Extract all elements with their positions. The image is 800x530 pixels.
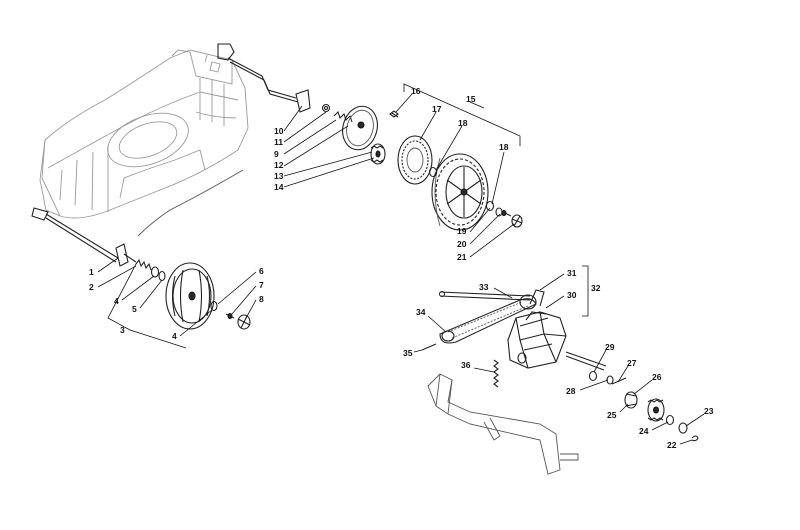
callout-4b: 4 (172, 331, 177, 341)
spring-12 (333, 110, 353, 123)
gearbox-lever (439, 294, 537, 344)
callout-33: 33 (479, 282, 489, 292)
callout-22: 22 (667, 440, 677, 450)
pin-35 (421, 343, 437, 351)
callout-25: 25 (607, 410, 617, 420)
callout-24: 24 (639, 426, 649, 436)
callout-35: 35 (403, 348, 413, 358)
rear-height-lever (217, 43, 331, 113)
rear-axle-frame (427, 373, 579, 475)
callout-16: 16 (411, 86, 421, 96)
callout-3: 3 (120, 325, 125, 335)
rear-wheel (431, 153, 489, 231)
callout-26: 26 (652, 372, 662, 382)
callout-23: 23 (704, 406, 714, 416)
callout-29: 29 (605, 342, 615, 352)
rear-wheel-hardware (428, 166, 523, 228)
leader-lines (97, 83, 705, 445)
callout-10: 10 (274, 126, 284, 136)
callout-12: 12 (274, 160, 284, 170)
front-wheel-hardware (210, 300, 251, 330)
callout-11: 11 (274, 137, 283, 147)
rear-ring-gear (397, 135, 433, 185)
callout-15: 15 (466, 94, 476, 104)
callout-31: 31 (567, 268, 577, 278)
drive-shaft (438, 290, 531, 301)
screw-16 (389, 110, 399, 118)
drive-cable (137, 169, 244, 237)
gear-cover (342, 105, 378, 151)
callout-5: 5 (132, 304, 137, 314)
front-spring (135, 258, 152, 271)
callout-27: 27 (627, 358, 637, 368)
gearbox-housing (507, 289, 567, 369)
callout-20: 20 (457, 239, 467, 249)
callout-9: 9 (274, 149, 279, 159)
callout-18a: 18 (458, 118, 468, 128)
callout-28: 28 (566, 386, 576, 396)
front-wheel (165, 262, 215, 330)
callout-17: 17 (432, 104, 442, 114)
callout-18b: 18 (499, 142, 509, 152)
callout-labels: 10 11 9 12 13 14 16 15 17 18 18 19 20 21… (89, 86, 714, 450)
front-bushing (150, 266, 166, 282)
callout-32: 32 (591, 283, 601, 293)
spring-36 (493, 359, 499, 388)
callout-2: 2 (89, 282, 94, 292)
front-axle (31, 207, 137, 267)
callout-34: 34 (416, 307, 426, 317)
callout-36: 36 (461, 360, 471, 370)
callout-1: 1 (89, 267, 94, 277)
callout-13: 13 (274, 171, 284, 181)
gearbox-hardware (588, 370, 699, 442)
callout-6: 6 (259, 266, 264, 276)
pinion-gear (370, 143, 386, 165)
callout-4a: 4 (114, 296, 119, 306)
callout-19: 19 (457, 226, 467, 236)
output-shaft (565, 351, 607, 371)
callout-8: 8 (259, 294, 264, 304)
mower-deck (39, 49, 249, 219)
callout-7: 7 (259, 280, 264, 290)
callout-30: 30 (567, 290, 577, 300)
callout-21: 21 (457, 252, 467, 262)
callout-14: 14 (274, 182, 284, 192)
